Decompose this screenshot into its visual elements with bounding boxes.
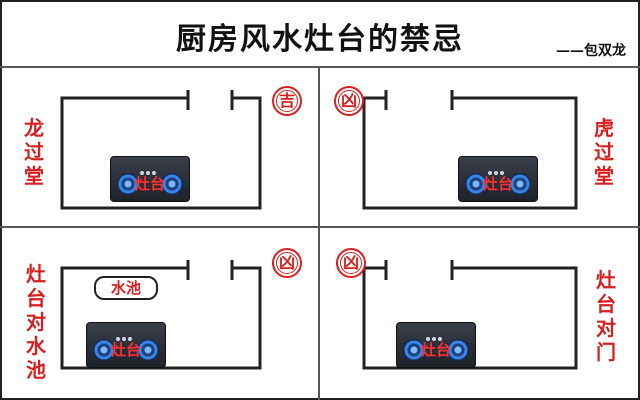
burner-icon <box>403 339 425 361</box>
verdict-seal: 凶 <box>336 248 366 278</box>
panel-tiger: 虎过堂 凶 灶台 <box>320 68 638 226</box>
burner-icon <box>117 173 139 195</box>
burner-icon <box>509 173 531 195</box>
burner-icon <box>137 339 159 361</box>
panel-label: 灶台对门 <box>596 268 616 364</box>
title-bar: 厨房风水灶台的禁忌 ——包双龙 <box>0 0 640 68</box>
panel-label: 龙过堂 <box>24 116 44 188</box>
panel-label: 虎过堂 <box>594 116 614 188</box>
room-outline <box>362 260 578 370</box>
stove-label: 灶台 <box>110 341 141 359</box>
horizontal-divider <box>0 226 640 228</box>
verdict-seal: 吉 <box>272 86 302 116</box>
room-outline <box>362 90 578 210</box>
burner-icon <box>465 173 487 195</box>
room-outline <box>60 90 262 210</box>
stove-icon: 灶台 <box>396 322 476 368</box>
burner-icon <box>447 339 469 361</box>
verdict-seal: 凶 <box>334 86 364 116</box>
burner-icon <box>161 173 183 195</box>
room-outline <box>60 260 262 370</box>
burner-icon <box>93 339 115 361</box>
vertical-divider <box>318 68 320 400</box>
verdict-seal: 凶 <box>272 248 302 278</box>
stove-icon: 灶台 <box>110 156 190 202</box>
sink-label: 水池 <box>94 276 158 300</box>
panel-stove-facing-door: 灶台对门 凶 灶台 <box>320 228 638 386</box>
author-credit: ——包双龙 <box>556 43 626 59</box>
panel-stove-facing-sink: 灶台对水池 凶 水池 灶台 <box>0 228 318 386</box>
stove-label: 灶台 <box>482 175 513 193</box>
panel-label: 灶台对水池 <box>26 262 46 382</box>
stove-icon: 灶台 <box>458 156 538 202</box>
stove-label: 灶台 <box>134 175 165 193</box>
diagram-title: 厨房风水灶台的禁忌 <box>176 22 464 57</box>
stove-label: 灶台 <box>420 341 451 359</box>
panel-dragon: 龙过堂 吉 灶台 <box>0 68 318 226</box>
stove-icon: 灶台 <box>86 322 166 368</box>
